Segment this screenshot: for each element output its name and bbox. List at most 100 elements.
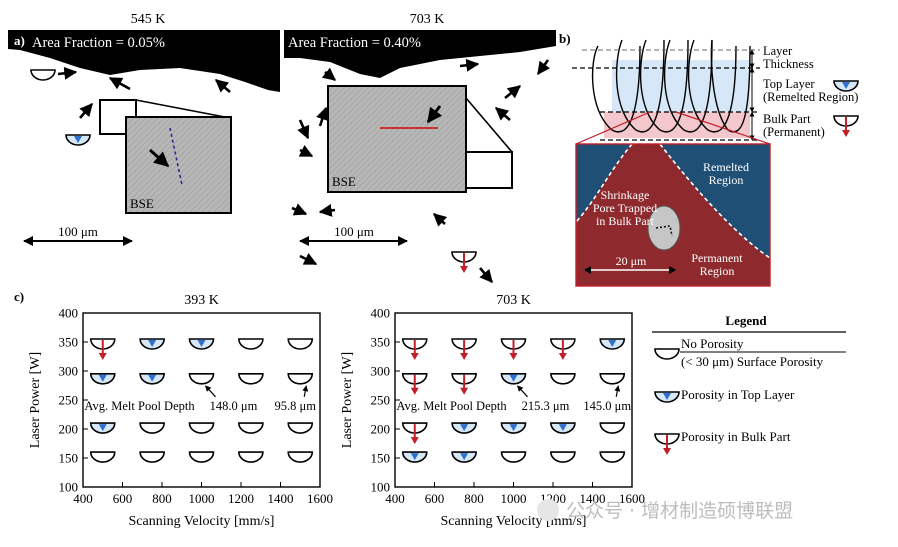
x-tick-label: 1000	[501, 491, 527, 506]
top-layer-porosity-marker	[550, 422, 576, 434]
y-tick-label: 150	[59, 451, 79, 466]
no-porosity-marker	[550, 372, 576, 385]
legend-top-layer-icon	[654, 391, 680, 403]
y-tick-label: 250	[371, 393, 391, 408]
panel-a-right: 703 K Area Fraction = 0.40% BSE 100 μm	[284, 12, 556, 283]
bulk-porosity-marker	[401, 422, 428, 446]
x-tick-label: 1400	[268, 491, 294, 506]
no-porosity-marker	[188, 451, 215, 463]
legend-bulk-part-label: Porosity in Bulk Part	[681, 429, 791, 444]
no-porosity-marker	[287, 422, 314, 434]
y-tick-label: 350	[371, 335, 391, 350]
x-tick-label: 1400	[580, 491, 606, 506]
shrinkage-label-2: Pore Trapped	[593, 201, 657, 215]
panel-b-label: b)	[559, 31, 571, 46]
bulk-porosity-marker	[89, 338, 116, 361]
bse-label-right: BSE	[332, 174, 356, 189]
no-porosity-marker	[139, 422, 165, 434]
y-axis-label: Laser Power [W]	[340, 352, 355, 448]
panel-a-left: 545 K a) Area Fraction = 0.05% BSE 100 μ…	[8, 12, 280, 246]
y-tick-label: 400	[371, 306, 391, 321]
bulk-part-label-1: Bulk Part	[763, 112, 811, 126]
layer-thickness-label-1: Layer	[763, 44, 793, 58]
y-tick-label: 100	[371, 480, 391, 495]
x-tick-label: 800	[152, 491, 172, 506]
permanent-label-2: Region	[700, 264, 735, 278]
panel-b: b) Layer Thickness Top Layer (Remelted	[559, 31, 859, 287]
x-tick-label: 600	[425, 491, 445, 506]
top-layer-porosity-marker	[599, 338, 626, 350]
y-tick-label: 350	[59, 335, 79, 350]
y-tick-label: 300	[371, 364, 391, 379]
no-porosity-marker-icon	[30, 69, 56, 81]
temp-703k: 703 K	[410, 12, 445, 27]
bulk-porosity-marker	[500, 338, 527, 361]
no-porosity-marker	[139, 451, 165, 463]
remelted-label-2: Region	[709, 173, 744, 187]
top-layer-porosity-marker	[500, 422, 527, 434]
zoom-source-box-right	[465, 151, 513, 189]
y-tick-label: 150	[371, 451, 391, 466]
top-layer-porosity-marker	[500, 372, 527, 385]
top-layer-porosity-marker	[188, 338, 215, 350]
temp-545k: 545 K	[131, 12, 166, 27]
y-tick-label: 200	[59, 422, 79, 437]
top-layer-porosity-marker-icon	[65, 134, 91, 146]
x-axis-label: Scanning Velocity [mm/s]	[129, 514, 275, 529]
area-fraction-left: Area Fraction = 0.05%	[32, 35, 165, 51]
dark-surface-region-right	[284, 30, 556, 78]
arrows-left	[57, 66, 231, 119]
bulk-porosity-marker	[401, 372, 428, 396]
legend-no-porosity-2: (< 30 μm) Surface Porosity	[681, 354, 824, 369]
watermark-text: 公众号 · 增材制造硕博联盟	[566, 500, 793, 522]
melt-pool-depth-label: Avg. Melt Pool Depth	[84, 399, 195, 413]
no-porosity-marker	[238, 338, 264, 350]
chart-title: 703 K	[496, 293, 531, 308]
bse-label-left: BSE	[130, 196, 154, 211]
y-tick-label: 100	[59, 480, 79, 495]
melt-pool-depth-value: 95.8 μm	[275, 399, 317, 413]
no-porosity-marker	[287, 372, 314, 385]
no-porosity-marker	[89, 451, 116, 463]
bulk-porosity-marker-icon	[451, 251, 477, 274]
area-fraction-right: Area Fraction = 0.40%	[288, 35, 421, 51]
permanent-label-1: Permanent	[691, 251, 743, 265]
top-layer-porosity-marker	[89, 422, 116, 434]
shrinkage-label-1: Shrinkage	[601, 188, 650, 202]
scale-label-right: 100 μm	[334, 224, 374, 239]
y-tick-label: 250	[59, 393, 79, 408]
no-porosity-marker	[599, 451, 626, 463]
y-tick-label: 400	[59, 306, 79, 321]
legend-no-porosity-1: No Porosity	[681, 336, 744, 351]
melt-pool-depth-value: 145.0 μm	[583, 399, 631, 413]
x-tick-label: 400	[385, 491, 405, 506]
x-tick-label: 1600	[307, 491, 333, 506]
x-tick-label: 600	[113, 491, 133, 506]
no-porosity-marker	[238, 372, 264, 385]
melt-pool-depth-value: 148.0 μm	[210, 399, 258, 413]
legend-bulk-part-icon	[654, 433, 680, 456]
bulk-part-marker-icon	[833, 115, 859, 138]
y-tick-label: 200	[371, 422, 391, 437]
legend-top-layer-label: Porosity in Top Layer	[681, 387, 795, 402]
x-tick-label: 1000	[189, 491, 215, 506]
depth-pointer-arrow	[302, 385, 309, 397]
x-tick-label: 800	[464, 491, 484, 506]
remelted-label-1: Remelted	[703, 160, 749, 174]
no-porosity-marker	[287, 338, 314, 350]
arrows-right	[291, 58, 551, 283]
depth-pointer-arrow	[205, 385, 216, 398]
top-layer-porosity-marker	[401, 451, 428, 463]
panel-c-label: c)	[14, 289, 24, 304]
dark-surface-region	[8, 30, 280, 92]
no-porosity-marker	[188, 422, 215, 434]
melt-pool-schematic	[572, 39, 760, 141]
no-porosity-marker	[238, 451, 264, 463]
depth-pointer-arrow	[614, 385, 621, 397]
watermark: 公众号 · 增材制造硕博联盟	[537, 499, 793, 522]
x-tick-label: 1200	[228, 491, 254, 506]
